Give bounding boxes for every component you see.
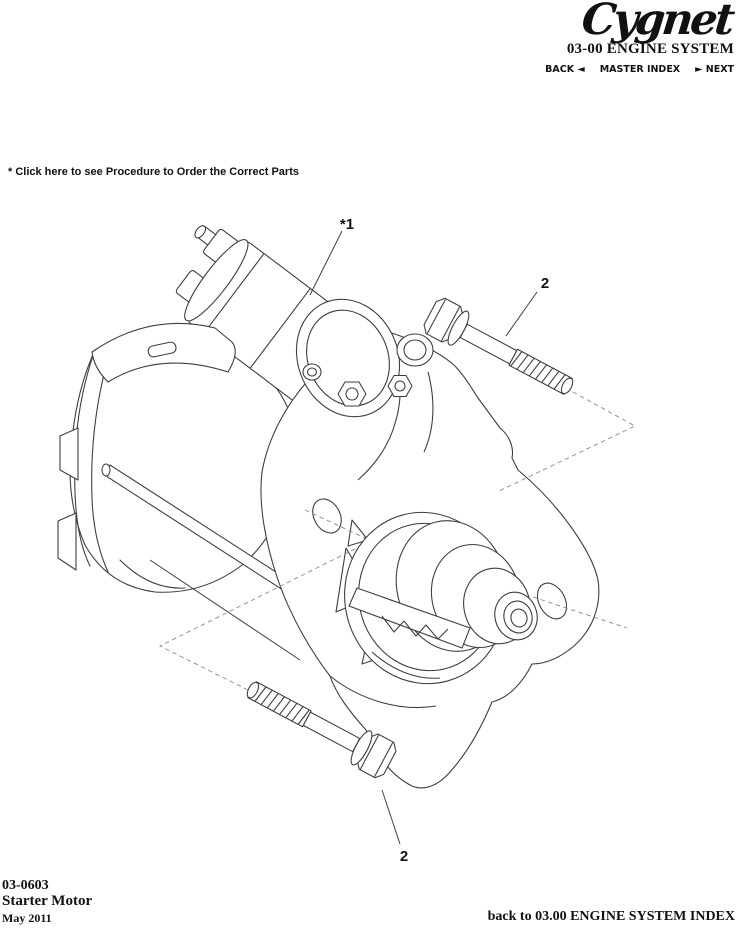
nav-next-link[interactable]: ► NEXT (695, 64, 734, 75)
nav-master-index-link[interactable]: MASTER INDEX (599, 64, 681, 75)
doc-date: May 2011 (2, 911, 52, 925)
doc-number: 03-0603 (2, 878, 49, 893)
callout-2-bottom-label: 2 (400, 848, 408, 865)
order-parts-procedure-link[interactable]: * Click here to see Procedure to Order t… (8, 166, 299, 178)
system-title: 03-00 ENGINE SYSTEM (566, 41, 734, 57)
motor-drum (57, 327, 297, 593)
bolt-bottom (246, 681, 397, 779)
callout-leaders (309, 230, 538, 845)
header-nav: BACK ◄ MASTER INDEX ► NEXT (545, 64, 734, 75)
terminal-nuts (302, 333, 434, 407)
drum-strap (91, 322, 236, 383)
part-title: Starter Motor (2, 893, 93, 909)
back-to-index-link[interactable]: back to 03.00 ENGINE SYSTEM INDEX (487, 909, 735, 924)
pinion-drive (344, 511, 538, 685)
footer-left: 03-0603 Starter Motor May 2011 (2, 878, 92, 925)
bolt-top (423, 297, 574, 395)
page-header: Cygnet 03-00 ENGINE SYSTEM BACK ◄ MASTER… (545, 0, 734, 75)
front-bracket-ring (295, 298, 401, 418)
nav-back-link[interactable]: BACK ◄ (545, 64, 585, 75)
callout-1-label: *1 (340, 216, 354, 233)
callout-2-top-label: 2 (541, 275, 549, 292)
dashed-guide-lines (158, 391, 636, 691)
